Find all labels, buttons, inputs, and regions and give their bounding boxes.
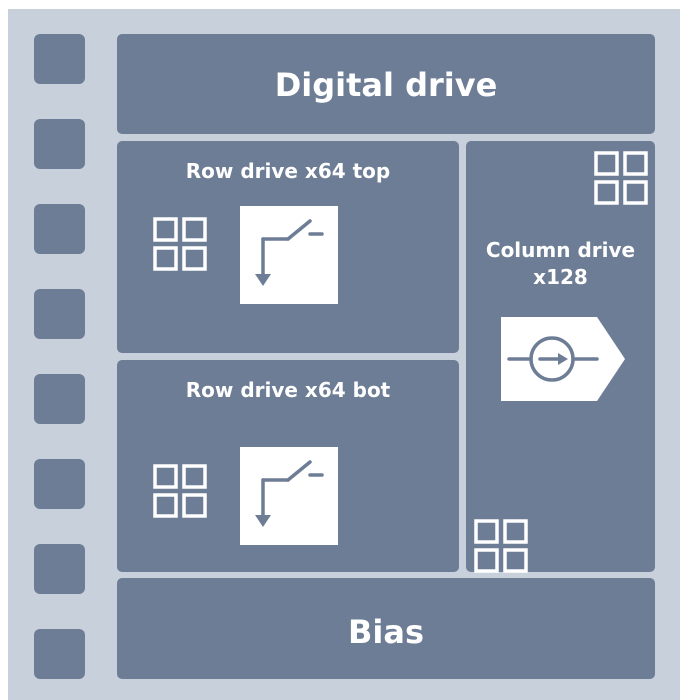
grid-icon	[153, 217, 207, 271]
digital-drive-label: Digital drive	[274, 66, 498, 104]
grid-icon	[474, 519, 528, 573]
switch-icon	[240, 447, 338, 545]
switch-icon	[240, 206, 338, 304]
bias-block: Bias	[117, 578, 655, 679]
row-drive-bot-block: Row drive x64 bot	[117, 360, 459, 572]
row-drive-top-label: Row drive x64 top	[185, 159, 391, 183]
bond-pad	[34, 119, 85, 169]
grid-icon	[153, 464, 207, 518]
bond-pad	[34, 374, 85, 424]
bond-pad	[34, 204, 85, 254]
column-drive-label: Column drive x128	[485, 238, 636, 289]
bond-pad	[34, 544, 85, 594]
bond-pad	[34, 289, 85, 339]
bond-pad	[34, 34, 85, 84]
chip-die: Digital drive Row drive x64 top Row driv…	[8, 9, 680, 700]
grid-icon	[594, 151, 648, 205]
bond-pad	[34, 629, 85, 679]
bias-label: Bias	[348, 613, 424, 651]
row-drive-top-block: Row drive x64 top	[117, 141, 459, 353]
row-drive-bot-label: Row drive x64 bot	[185, 378, 391, 402]
bond-pad	[34, 459, 85, 509]
digital-drive-block: Digital drive	[117, 34, 655, 134]
column-drive-block: Column drive x128	[466, 141, 655, 573]
current-source-icon	[501, 317, 625, 401]
